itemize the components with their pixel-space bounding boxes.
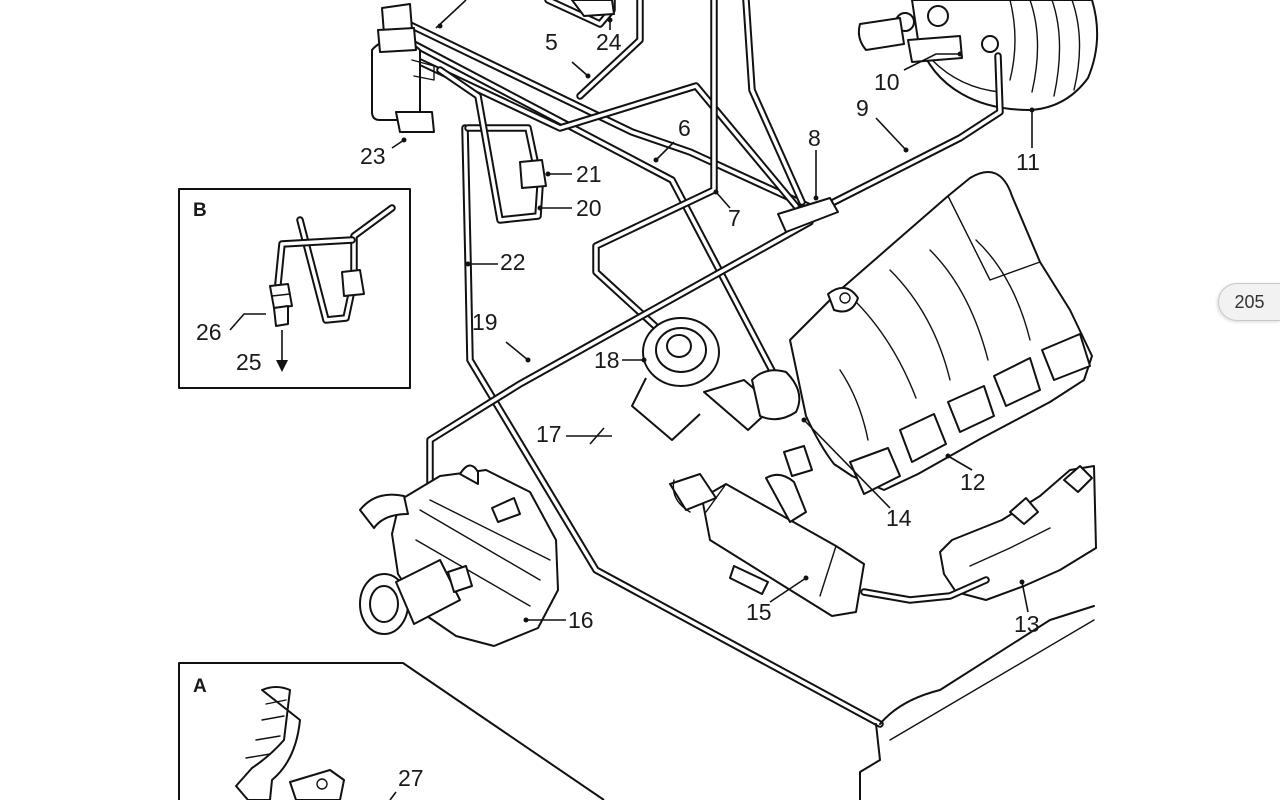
vacuum-filter bbox=[519, 159, 547, 189]
inset-b-label: B bbox=[193, 200, 207, 221]
tee-connector bbox=[777, 197, 839, 233]
engine-block bbox=[859, 605, 1095, 800]
vacuum-pipes bbox=[400, 0, 1004, 728]
callout-11: 11 bbox=[1016, 149, 1040, 175]
callout-22: 22 bbox=[500, 249, 526, 275]
callout-25: 25 bbox=[236, 349, 262, 375]
callout-5: 5 bbox=[545, 29, 558, 55]
inset-a-label: A bbox=[193, 676, 207, 697]
callout-15: 15 bbox=[746, 599, 772, 625]
callout-leaders bbox=[391, 0, 1035, 623]
callout-12: 12 bbox=[960, 469, 986, 495]
page-number-tab[interactable]: 205 bbox=[1218, 283, 1280, 321]
callout-13: 13 bbox=[1014, 611, 1040, 637]
electrical-connector bbox=[571, 0, 615, 17]
callout-8: 8 bbox=[808, 125, 821, 151]
brake-booster bbox=[857, 0, 1099, 111]
egr-cooler bbox=[669, 445, 990, 617]
intake-manifold bbox=[789, 171, 1093, 495]
solenoid-valve bbox=[371, 3, 435, 133]
callout-18: 18 bbox=[594, 347, 620, 373]
callout-16: 16 bbox=[568, 607, 594, 633]
callout-20: 20 bbox=[576, 195, 602, 221]
inset-b: B 26 25 bbox=[178, 188, 411, 389]
callout-6: 6 bbox=[678, 115, 691, 141]
callout-9: 9 bbox=[856, 95, 869, 121]
callout-14: 14 bbox=[886, 505, 912, 531]
callout-23: 23 bbox=[360, 143, 386, 169]
callout-10: 10 bbox=[874, 69, 900, 95]
callout-27: 27 bbox=[398, 765, 424, 791]
alternator bbox=[359, 464, 559, 647]
callout-19: 19 bbox=[472, 309, 498, 335]
egr-valve bbox=[631, 317, 801, 441]
page-number: 205 bbox=[1234, 291, 1265, 312]
callout-17: 17 bbox=[536, 421, 562, 447]
callout-21: 21 bbox=[576, 161, 602, 187]
inset-a: A 27 bbox=[178, 662, 605, 800]
callout-numbers: 5 24 6 7 8 9 10 11 12 13 14 15 16 17 18 … bbox=[360, 29, 1040, 637]
callout-7: 7 bbox=[728, 205, 741, 231]
callout-24: 24 bbox=[596, 29, 622, 55]
callout-26: 26 bbox=[196, 319, 222, 345]
